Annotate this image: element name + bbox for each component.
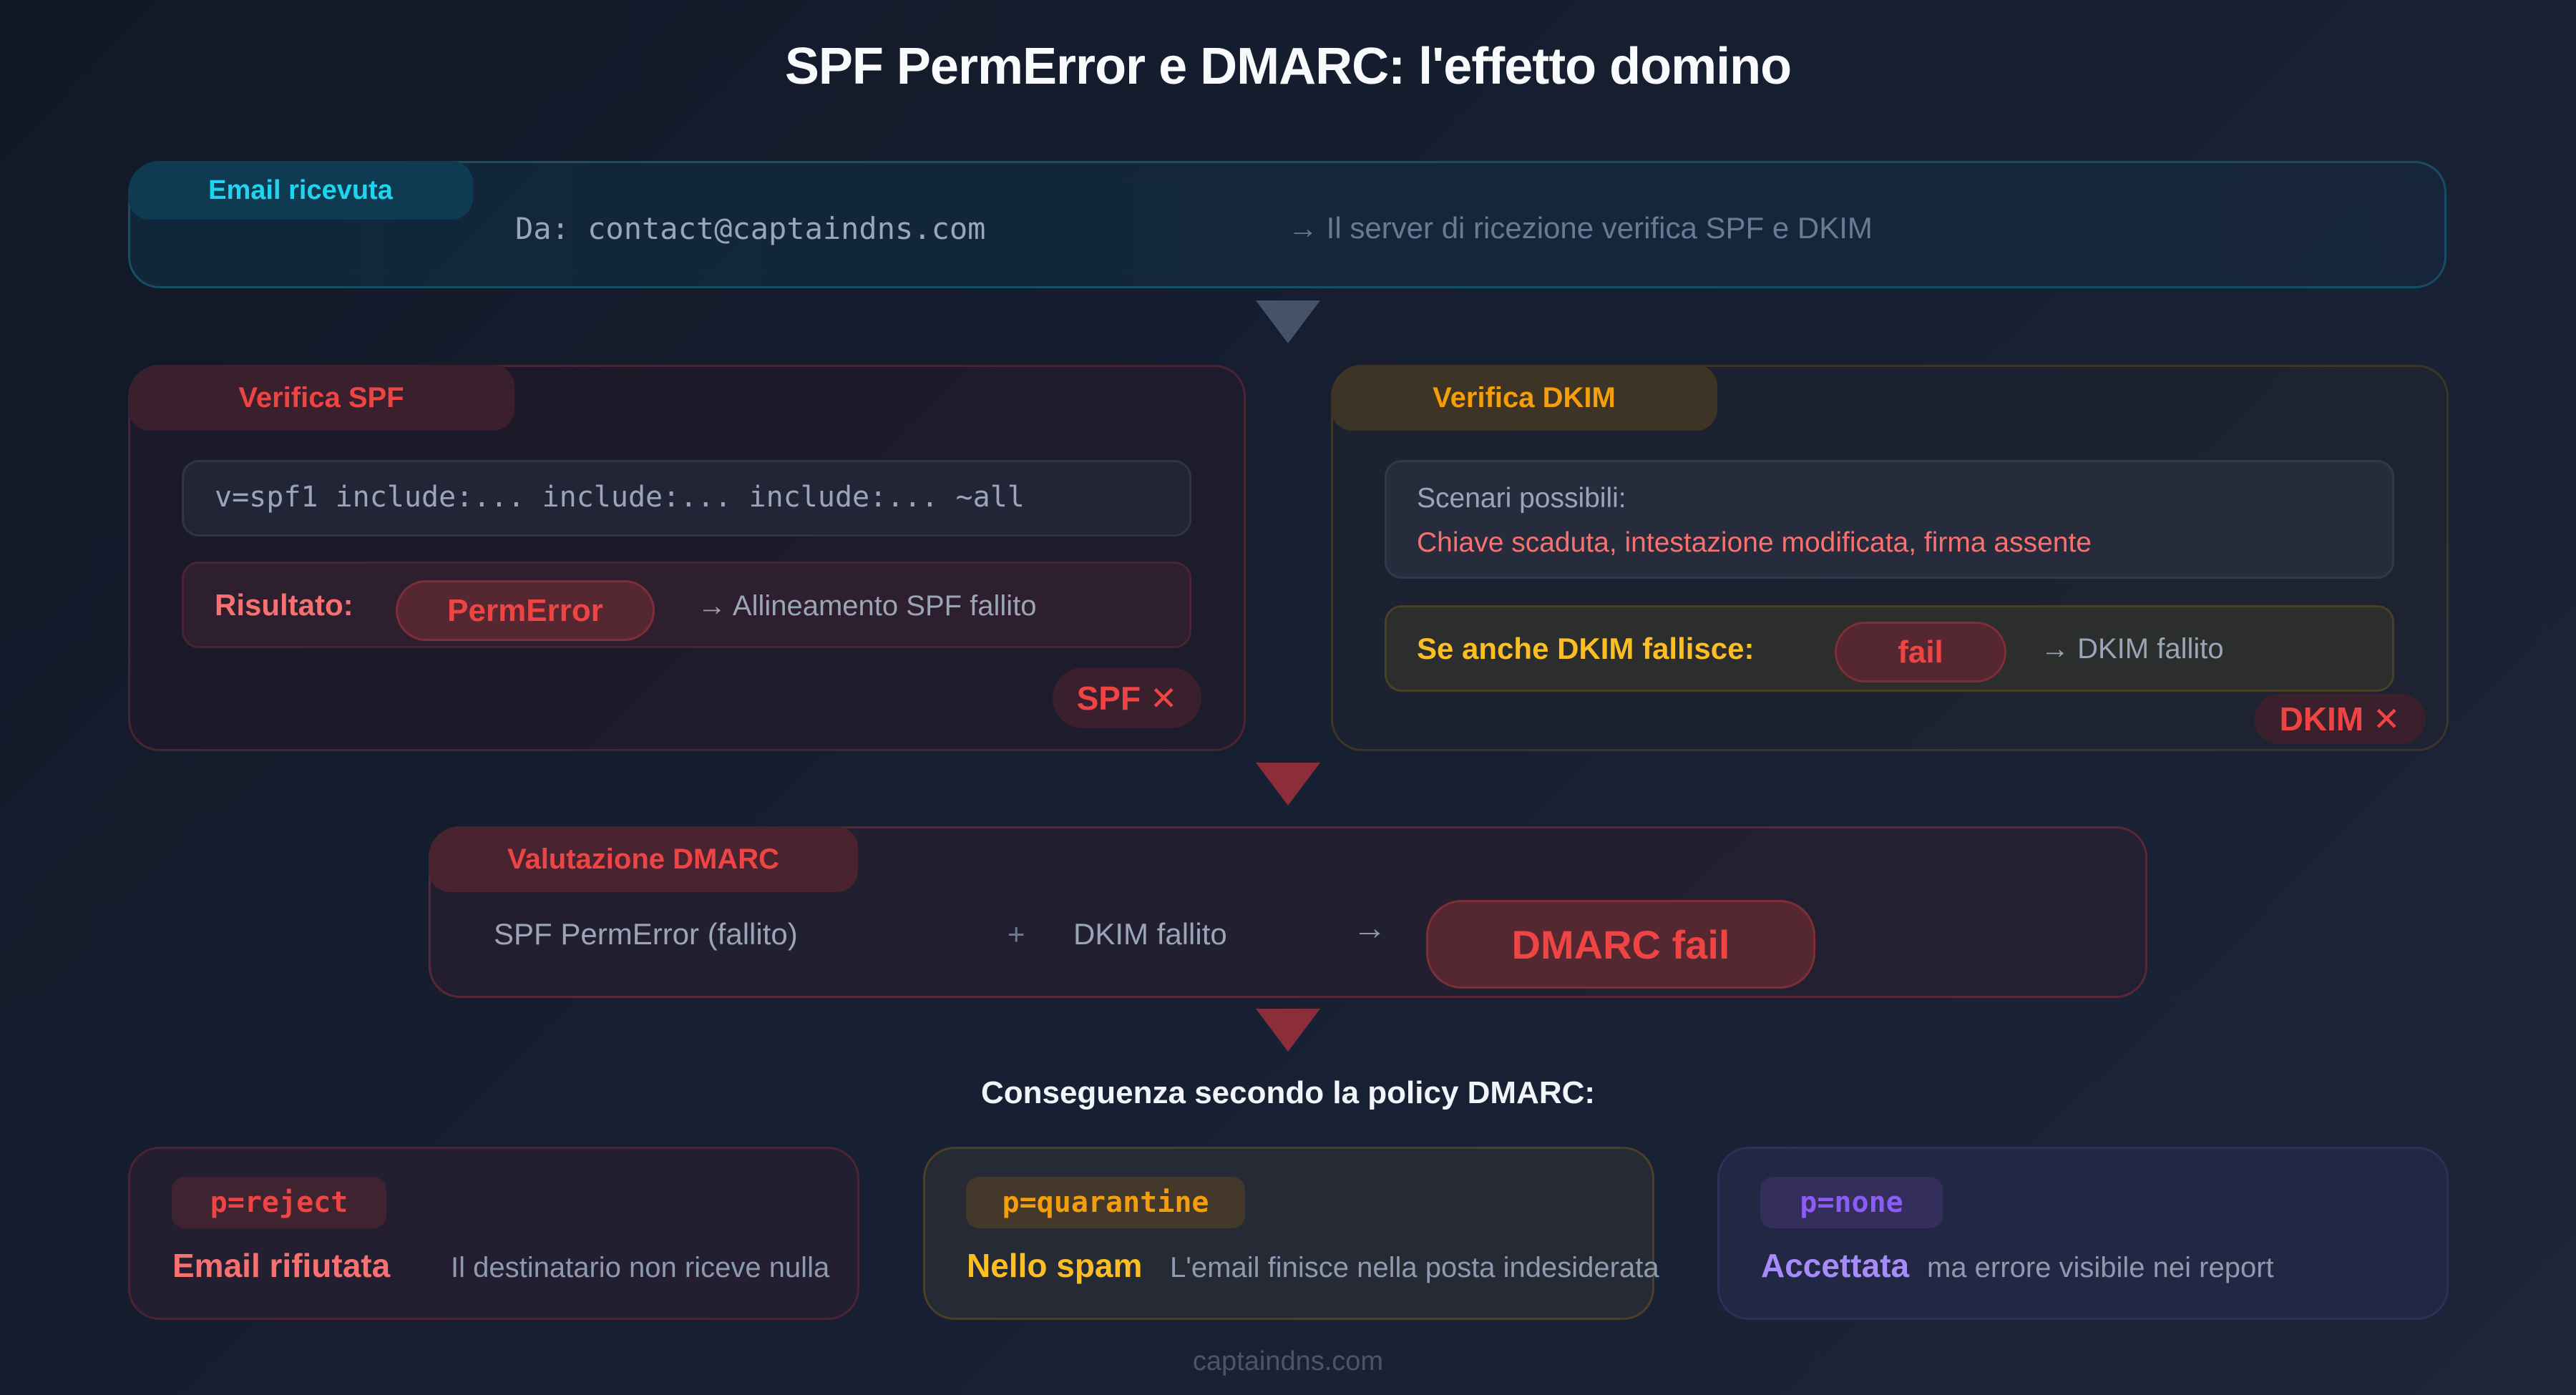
plus-icon: + (1008, 917, 1025, 951)
email-note: → Il server di ricezione verifica SPF e … (1288, 211, 1873, 245)
page-title: SPF PermError e DMARC: l'effetto domino (784, 38, 1792, 95)
footer-brand: captaindns.com (1192, 1346, 1384, 1376)
spf-result-box (182, 562, 1191, 648)
dmarc-spf-input: SPF PermError (fallito) (494, 917, 798, 951)
dkim-status-badge: DKIM ✕ (2254, 694, 2426, 744)
dmarc-evaluation-tag: Valutazione DMARC (429, 826, 858, 892)
policy-outcome-quarantine: Nello spam (967, 1247, 1143, 1284)
arrow-right-icon: → (1352, 909, 1387, 947)
dkim-fail-badge: fail (1835, 622, 2006, 682)
policy-tag-none: p=none (1760, 1177, 1943, 1228)
policy-outcome-none: Accettata (1761, 1247, 1910, 1284)
dkim-fail-note: → DKIM fallito (2041, 633, 2224, 665)
policy-outcome-reject: Email rifiutata (172, 1247, 391, 1284)
policy-card-quarantine (923, 1147, 1654, 1320)
email-from: Da: contact@captaindns.com (515, 211, 986, 246)
arrow-down-icon (1256, 1009, 1320, 1052)
dkim-scenarios-box (1385, 460, 2394, 579)
email-received-box (128, 161, 2446, 288)
spf-result-note: → Allineamento SPF fallito (698, 590, 1037, 622)
dkim-scenarios: Chiave scaduta, intestazione modificata,… (1417, 527, 2092, 558)
arrow-down-icon (1256, 763, 1320, 806)
dkim-check-tag: Verifica DKIM (1331, 365, 1717, 431)
arrow-down-icon (1256, 300, 1320, 343)
spf-fail-badge: SPF ✕ (1053, 667, 1201, 728)
dkim-scenarios-label: Scenari possibili: (1417, 483, 1626, 514)
policy-card-none (1717, 1147, 2449, 1320)
spf-record: v=spf1 include:... include:... include:.… (215, 481, 1025, 514)
spf-check-tag: Verifica SPF (128, 365, 514, 431)
policy-desc-reject: Il destinatario non riceve nulla (451, 1252, 830, 1283)
policy-tag-reject: p=reject (172, 1177, 386, 1228)
dkim-fail-label: Se anche DKIM fallisce: (1417, 632, 1755, 665)
policy-tag-quarantine: p=quarantine (966, 1177, 1245, 1228)
policy-card-reject (128, 1147, 859, 1320)
dmarc-fail-badge: DMARC fail (1426, 900, 1815, 989)
spf-record-box (182, 460, 1191, 537)
permerror-badge: PermError (396, 580, 655, 641)
policy-desc-quarantine: L'email finisce nella posta indesiderata (1170, 1252, 1659, 1283)
dmarc-dkim-input: DKIM fallito (1073, 917, 1227, 951)
email-received-tag: Email ricevuta (128, 161, 473, 220)
spf-result-label: Risultato: (215, 588, 353, 622)
consequence-heading: Conseguenza secondo la policy DMARC: (980, 1075, 1596, 1110)
policy-desc-none: ma errore visibile nei report (1927, 1252, 2274, 1283)
